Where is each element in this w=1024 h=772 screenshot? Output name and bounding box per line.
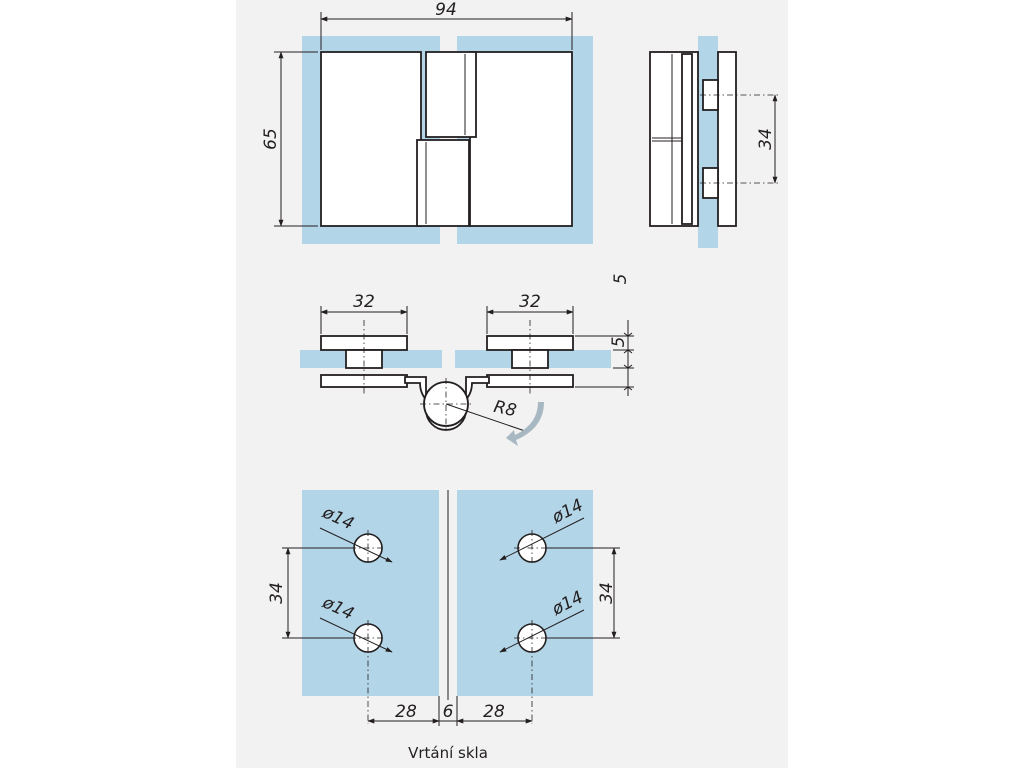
side-hole-spacing-label: 34 [756, 128, 776, 150]
hinge-plate-right [469, 51, 573, 227]
width-dimension-label: 94 [435, 0, 457, 20]
hinge-knuckle-lower [416, 139, 470, 227]
gap-label: 6 [443, 702, 454, 722]
hinge-knuckle-upper [425, 51, 477, 138]
left-edge-label: 28 [395, 702, 417, 722]
radius-leader-line [445, 403, 529, 433]
drilling-caption: Vrtání skla [408, 744, 488, 762]
side-hinge-inner [681, 53, 693, 225]
height-dimension-label: 65 [261, 128, 281, 150]
radius-label: R8 [492, 397, 518, 421]
left-spacing-label: 34 [267, 582, 287, 604]
drill-glass-left [302, 490, 439, 696]
glass-thickness-label: 5 [609, 337, 629, 348]
curved-arrow-icon [506, 402, 544, 446]
right-edge-label: 28 [483, 702, 505, 722]
left-plate-dimension-label: 32 [353, 292, 375, 312]
right-plate-dimension-label: 32 [519, 292, 541, 312]
hinge-plate-left [320, 51, 422, 227]
right-spacing-label: 34 [597, 582, 617, 604]
side-glass [698, 36, 718, 248]
side-view: 34 [649, 36, 778, 248]
top-view: 32 32 5 R8 [300, 292, 634, 446]
side-clamp-plate [717, 51, 737, 227]
drilling-view: 34 34 ø14 ø14 ø14 ø14 28 6 28 Vrtání skl… [267, 490, 620, 762]
thickness-label-outside: 5 [611, 274, 631, 285]
front-view: 94 65 [261, 0, 593, 244]
